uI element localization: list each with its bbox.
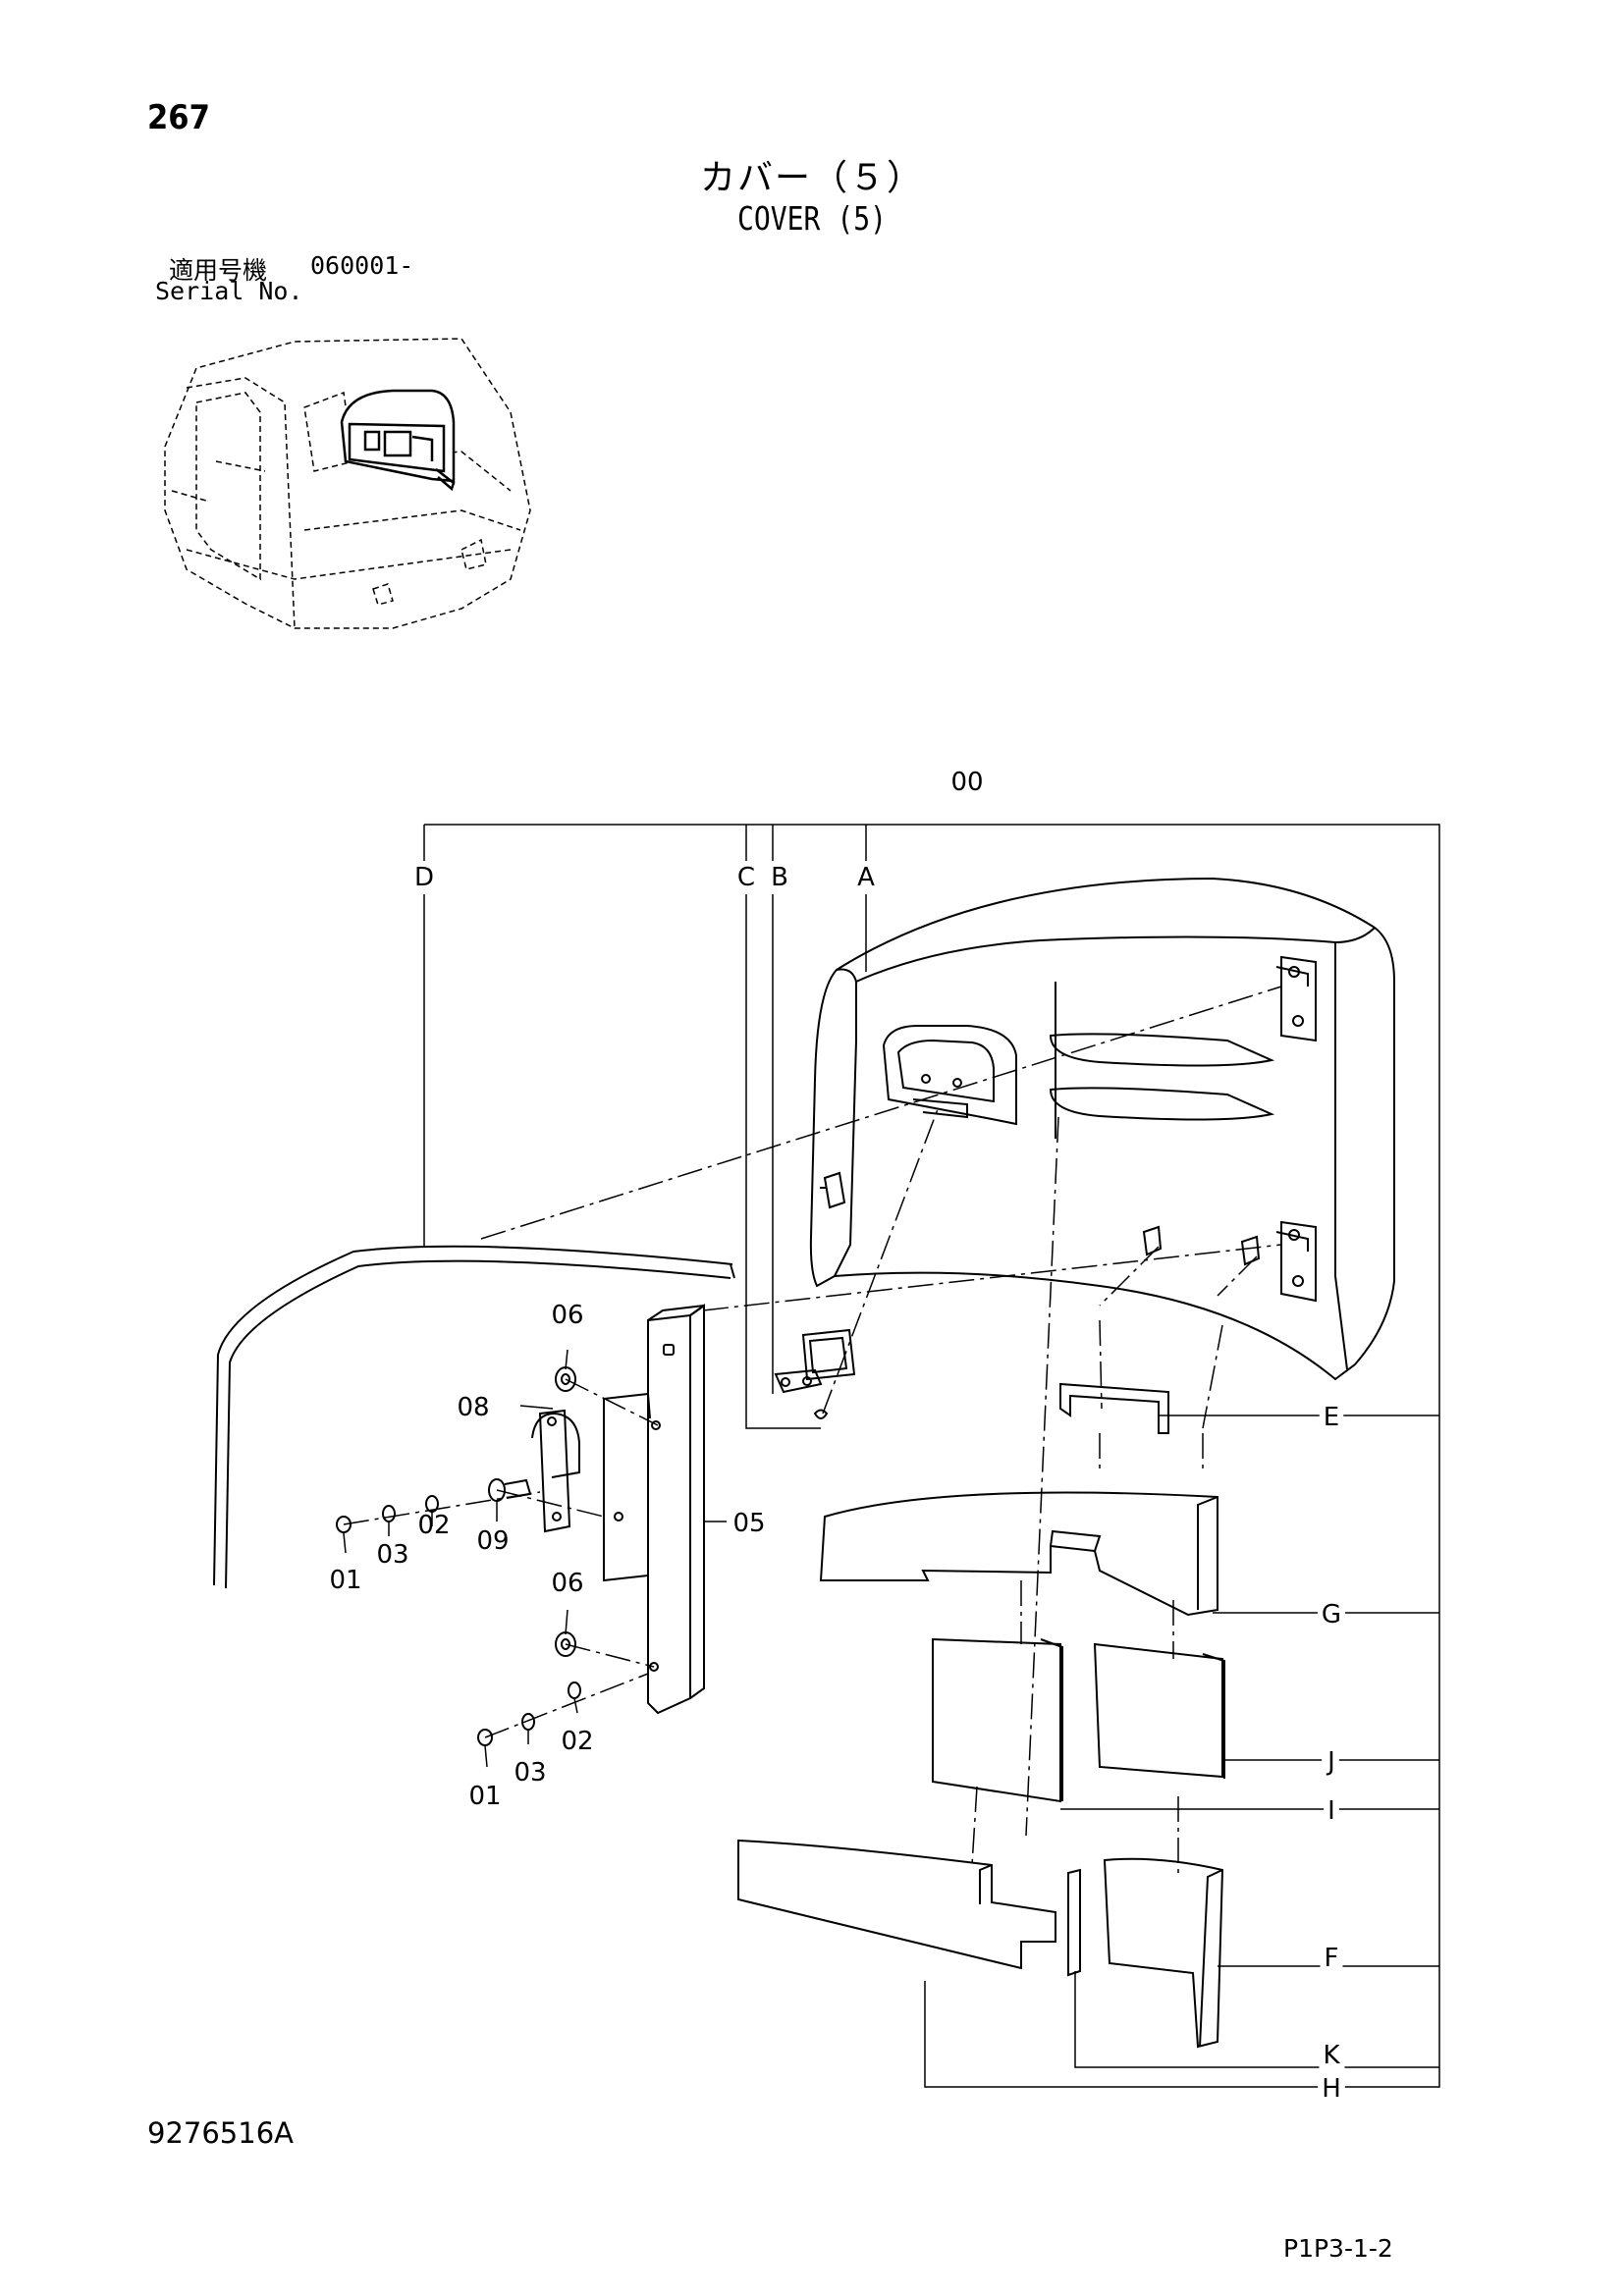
callout-01-bottom: 01 <box>468 1782 501 1811</box>
callout-k: K <box>1323 2041 1340 2070</box>
document-number: 9276516A <box>147 2116 294 2150</box>
insulator-part-f <box>1103 1857 1224 2049</box>
callout-e: E <box>1324 1403 1339 1432</box>
callout-03-bottom: 03 <box>514 1758 546 1788</box>
strip-part-k <box>1067 1868 1081 1977</box>
callout-02-top: 02 <box>417 1511 450 1540</box>
callout-01-top: 01 <box>329 1566 361 1595</box>
callout-00: 00 <box>950 768 983 797</box>
phantom-lines <box>343 986 1282 1875</box>
bracket-assembly-05 <box>531 1304 705 1715</box>
machine-overview-thumbnail <box>164 338 531 629</box>
callout-02-bottom: 02 <box>561 1727 593 1756</box>
title-japanese: カバー（５） <box>699 158 924 198</box>
callout-08: 08 <box>457 1393 489 1422</box>
serial-value: 060001- <box>310 251 414 280</box>
serial-label-english: Serial No. <box>155 277 303 305</box>
page-number: 267 <box>147 98 210 137</box>
callout-06-bottom: 06 <box>551 1569 583 1598</box>
exploded-view <box>213 824 1440 2088</box>
cover-part-a <box>809 877 1395 1381</box>
callout-09: 09 <box>476 1526 509 1556</box>
callout-h: H <box>1322 2074 1341 2104</box>
callout-j: J <box>1326 1747 1335 1777</box>
label-backing <box>1317 1598 1346 1631</box>
label-backing <box>1320 1942 1343 1975</box>
serial-label-japanese: 適用号機 <box>169 256 268 285</box>
callout-06-top: 06 <box>551 1301 583 1330</box>
handle-part-e <box>1059 1382 1169 1434</box>
label-backing <box>1318 2072 1345 2106</box>
callout-d: D <box>414 863 434 892</box>
label-backing <box>729 1507 770 1540</box>
callout-03-top: 03 <box>376 1540 408 1570</box>
insulator-part-h <box>737 1839 1056 1970</box>
label-backing <box>767 861 792 894</box>
callout-a: A <box>857 863 875 892</box>
callout-05: 05 <box>732 1509 765 1538</box>
title-english: COVER (5) <box>737 199 887 238</box>
label-backing <box>453 1391 494 1424</box>
callout-c: C <box>737 863 755 892</box>
callout-b: B <box>771 863 788 892</box>
page-reference: P1P3-1-2 <box>1283 2234 1393 2263</box>
label-backing <box>1319 2039 1345 2072</box>
label-backing <box>1322 1745 1339 1779</box>
callout-f: F <box>1325 1944 1339 1973</box>
pad-part-j <box>932 1637 1225 1803</box>
insulator-part-g <box>819 1491 1218 1617</box>
callout-g: G <box>1322 1600 1341 1629</box>
callout-labels: 00 D C B A 06 08 02 03 01 09 05 06 02 03… <box>329 766 1346 2106</box>
label-backing <box>732 861 760 894</box>
label-backing <box>947 766 988 799</box>
weatherstrip-part-d <box>213 1245 735 1589</box>
label-backing <box>1324 1794 1339 1828</box>
latch-part-b <box>774 1328 856 1419</box>
label-backing <box>1319 1401 1344 1434</box>
label-backing <box>409 861 439 894</box>
label-backing <box>853 861 880 894</box>
callout-i: I <box>1327 1796 1335 1826</box>
leader-lines <box>343 824 1440 2088</box>
